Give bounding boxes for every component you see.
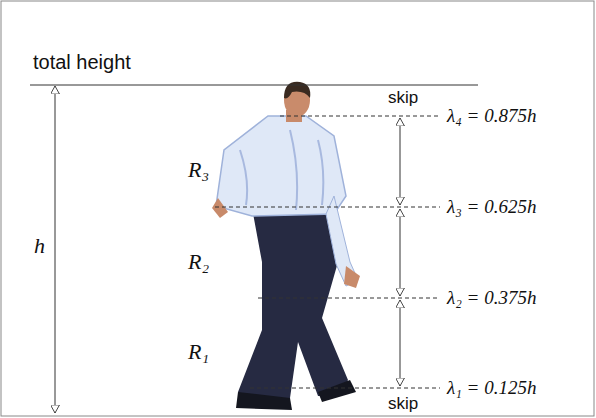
region-label: R₂ [188,249,209,274]
level-label: λ₂ = 0.375h [447,287,536,309]
region-arrows [400,118,401,386]
walking-man [212,82,360,410]
top-line [30,85,478,86]
level-lines [215,116,440,388]
heading-label: total height [33,51,131,74]
skip-label: skip [388,394,418,414]
height-arrow [55,86,56,413]
region-label: R₃ [188,157,209,182]
skip-label: skip [388,88,418,108]
level-label: λ₁ = 0.125h [447,377,536,399]
level-label: λ₄ = 0.875h [447,105,536,127]
region-label: R₁ [188,339,209,364]
height-label: h [34,233,45,258]
level-label: λ₃ = 0.625h [447,196,536,218]
